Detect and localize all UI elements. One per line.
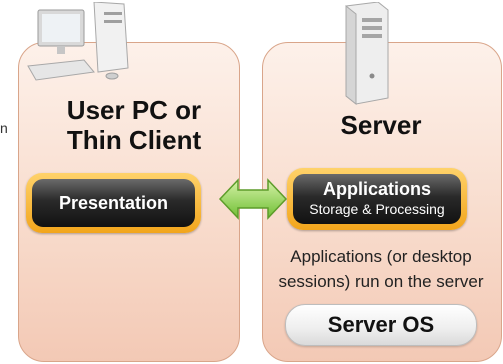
- applications-pill: Applications Storage & Processing: [287, 168, 467, 230]
- desktop-pc-icon: [27, 2, 129, 81]
- presentation-label: Presentation: [32, 179, 195, 227]
- server-description: Applications (or desktop sessions) run o…: [278, 247, 484, 291]
- presentation-pill: Presentation: [26, 173, 201, 233]
- edge-text-fragment: n: [0, 120, 8, 136]
- server-tower-icon: [345, 2, 389, 106]
- client-title: User PC or Thin Client: [66, 95, 202, 155]
- double-arrow-icon: [218, 178, 288, 220]
- server-os-box: Server OS: [285, 304, 477, 346]
- applications-sublabel: Storage & Processing: [309, 201, 445, 217]
- applications-label: Applications: [322, 179, 431, 199]
- server-title: Server: [340, 110, 422, 140]
